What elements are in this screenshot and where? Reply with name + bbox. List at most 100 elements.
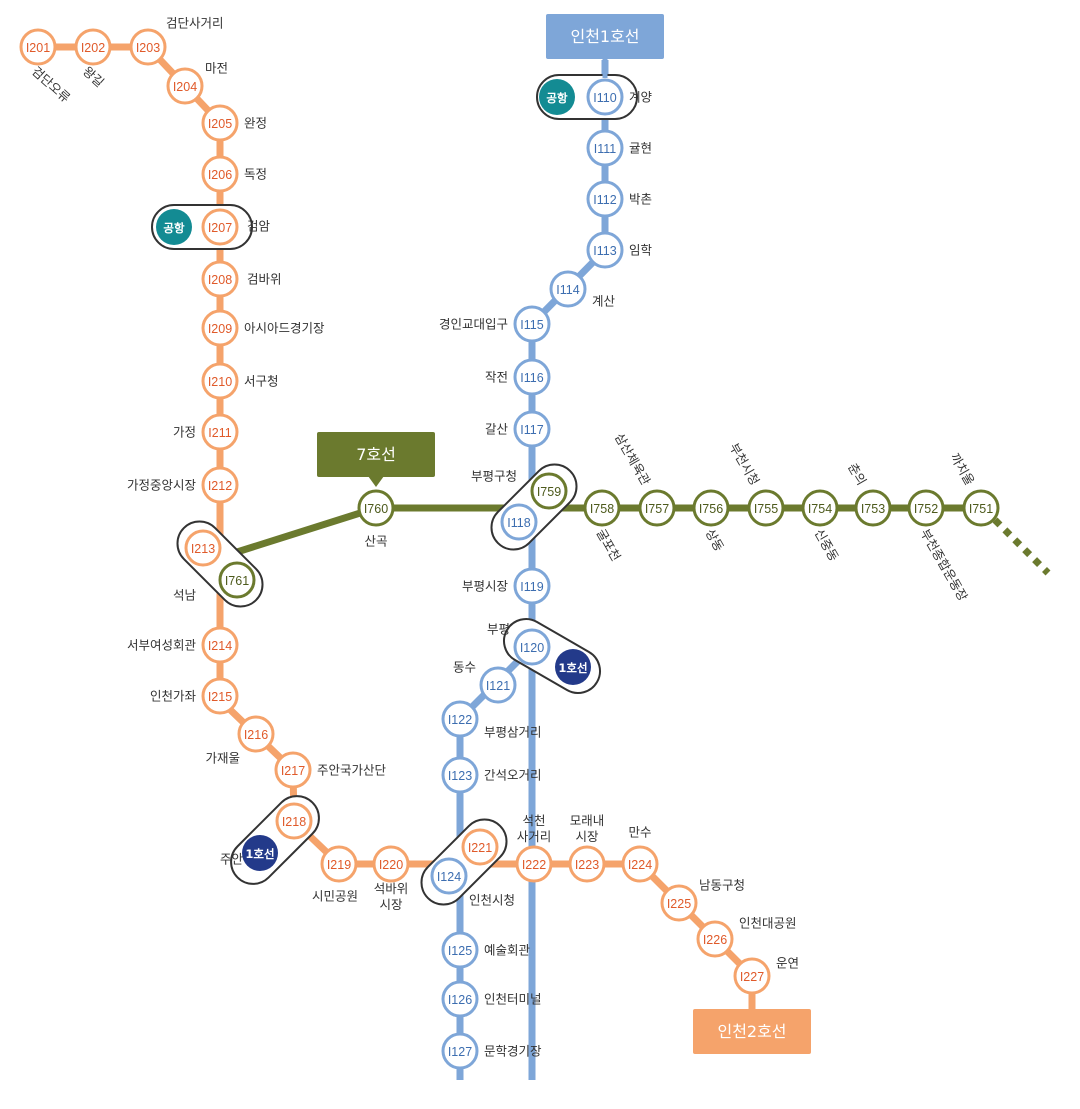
station-circle xyxy=(274,751,312,789)
station-code: I215 xyxy=(208,690,232,704)
station-circle xyxy=(184,529,222,567)
station-name: 산곡 xyxy=(364,534,387,549)
station-code: I217 xyxy=(281,764,305,778)
station-code: I213 xyxy=(191,542,215,556)
station-circle xyxy=(430,857,468,895)
station-code: I209 xyxy=(208,322,232,336)
seoul-line1-badge-juan[interactable]: 1호선 xyxy=(242,835,278,871)
station-code: I206 xyxy=(208,168,232,182)
airport-railroad-badge-geomam[interactable]: 공항 xyxy=(156,209,192,245)
station-name: 석남 xyxy=(173,588,197,603)
line2-station-i213[interactable]: I213 석남 xyxy=(173,529,222,603)
station-name: 인천터미널 xyxy=(484,992,542,1007)
station-circle xyxy=(218,561,256,599)
station-name: 부천종합운동장 xyxy=(918,526,971,604)
station-name: 검단사거리 xyxy=(166,16,224,31)
station-circle xyxy=(513,305,551,343)
station-name: 작전 xyxy=(485,370,508,385)
station-name: 서구청 xyxy=(244,374,279,389)
station-name: 만수 xyxy=(628,825,651,840)
station-circle xyxy=(237,715,275,753)
line7-station-i761[interactable]: I761 xyxy=(218,561,256,599)
station-circle xyxy=(201,466,239,504)
station-code: I121 xyxy=(486,679,510,693)
station-name: 임학 xyxy=(629,243,653,258)
station-circle xyxy=(660,884,698,922)
station-name: 서부여성회관 xyxy=(127,638,197,653)
station-circle xyxy=(586,78,624,116)
station-circle xyxy=(962,489,1000,527)
station-code: I221 xyxy=(468,841,492,855)
station-name: 검암 xyxy=(247,219,271,234)
station-name: 계산 xyxy=(592,294,616,309)
station-name: 경인교대입구 xyxy=(439,317,508,332)
station-circle xyxy=(513,628,551,666)
station-name: 박촌 xyxy=(629,192,652,207)
station-circle xyxy=(372,845,410,883)
airport-railroad-badge-gyeyang[interactable]: 공항 xyxy=(539,79,575,115)
seoul-line1-badge-bupyeong[interactable]: 1호선 xyxy=(555,649,591,685)
station-name: 시민공원 xyxy=(312,889,358,904)
line7-station-i759[interactable]: I759 xyxy=(530,472,568,510)
station-circle xyxy=(275,802,313,840)
station-circle xyxy=(461,828,499,866)
station-circle xyxy=(441,931,479,969)
station-code: I226 xyxy=(703,933,727,947)
line2-station-i221[interactable]: I221 xyxy=(461,828,499,866)
station-circle xyxy=(907,489,945,527)
station-name: 갈산 xyxy=(485,422,509,437)
line-label-incheon2: 인천2호선 xyxy=(693,1009,811,1054)
station-circle xyxy=(621,845,659,883)
